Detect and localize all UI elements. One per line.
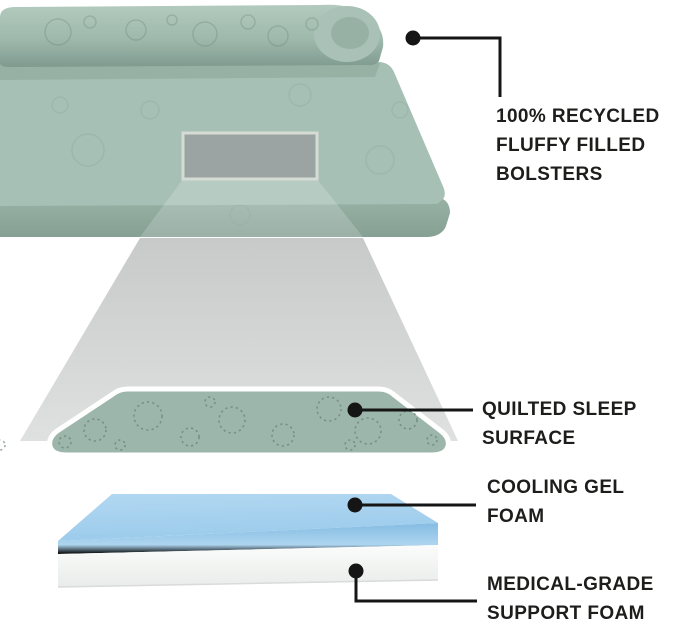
callout-text-line: SUPPORT FOAM (487, 603, 645, 624)
mattress-front-band (0, 199, 450, 237)
callout-text-line: FLUFFY FILLED (496, 135, 646, 156)
highlight-halo (140, 179, 363, 237)
quilted-sleep-surface-layer (0, 386, 451, 458)
callout-text-line: MEDICAL-GRADE (487, 574, 654, 595)
bolster-end-cap-inner (331, 17, 369, 49)
bolsters-callout-line (420, 36, 502, 97)
cooling-gel-callout-dot (347, 497, 363, 513)
quilt-stitching-pattern (0, 396, 438, 451)
callout-text-line: COOLING GEL (487, 477, 625, 498)
foam-bottom-edge (57, 579, 439, 588)
support-foam-callout-line (354, 578, 477, 603)
bolster-quilt-pattern (44, 14, 319, 47)
callout-label-bolsters: 100% RECYCLED FLUFFY FILLED BOLSTERS (496, 102, 660, 189)
quilted-surface-slab (47, 386, 451, 458)
callout-label-sleep-surface: QUILTED SLEEP SURFACE (482, 395, 637, 453)
bolster (0, 4, 384, 67)
support-foam-front-face (58, 545, 438, 587)
callout-text-line: FOAM (487, 506, 545, 527)
cooling-gel-front-face (58, 523, 438, 554)
foam-block (57, 494, 439, 588)
surface-quilt-pattern (51, 83, 409, 226)
callout-text-line: 100% RECYCLED (496, 106, 660, 127)
bolsters-callout-dot (405, 30, 421, 46)
callout-label-support-foam: MEDICAL-GRADE SUPPORT FOAM (487, 570, 654, 626)
cooling-gel-top-face (58, 494, 438, 541)
callout-text-line: SURFACE (482, 428, 576, 449)
callout-dots (347, 30, 421, 579)
callout-label-cooling-gel: COOLING GEL FOAM (487, 473, 624, 531)
pet-bed (0, 4, 450, 237)
callout-text-line: BOLSTERS (496, 164, 603, 185)
support-foam-callout-dot (348, 563, 364, 579)
bolster-shadow (0, 63, 380, 80)
highlight-rectangle (181, 131, 319, 181)
callout-text-line: QUILTED SLEEP (482, 399, 637, 420)
sleep-surface-callout-dot (347, 402, 363, 418)
callout-lines (354, 36, 502, 603)
